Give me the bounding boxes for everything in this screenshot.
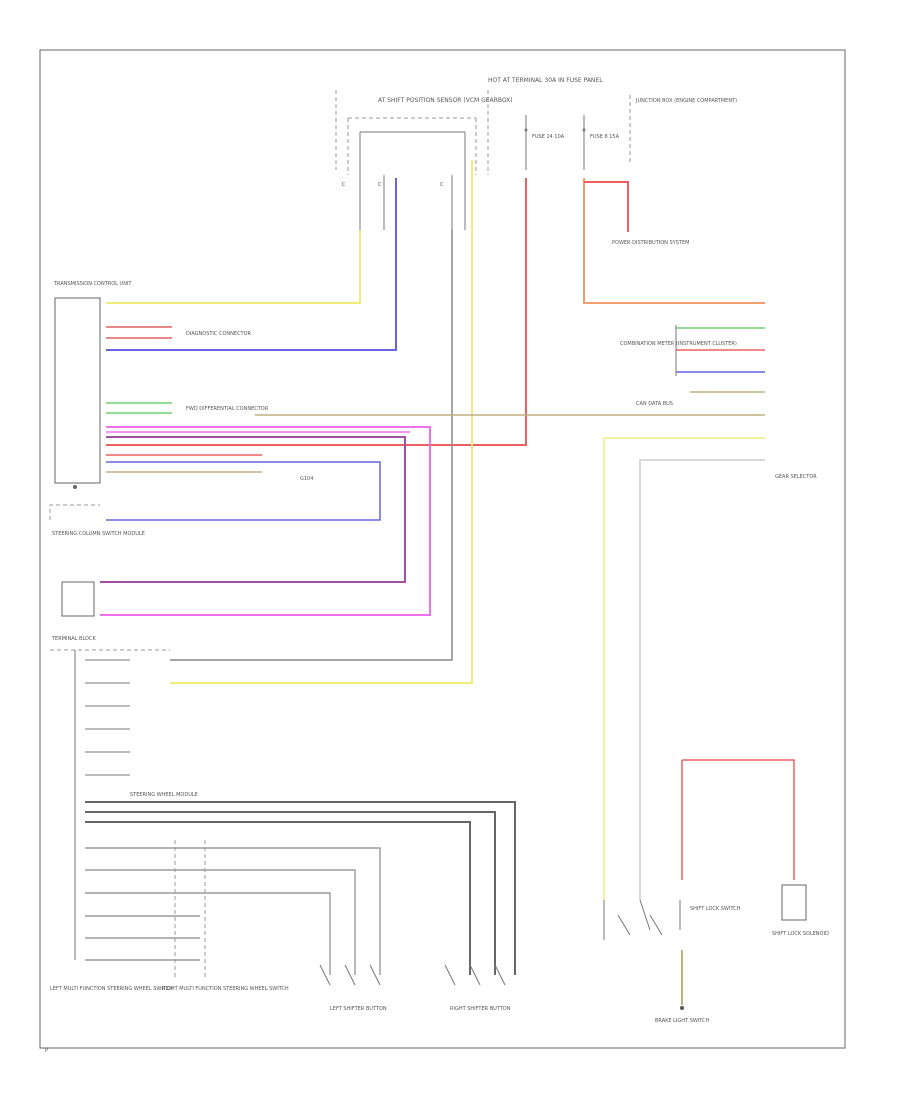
svg-text:C: C	[378, 182, 382, 188]
shift-lock-switch-label: SHIFT LOCK SWITCH	[690, 906, 741, 912]
power-distribution-label: POWER DISTRIBUTION SYSTEM	[612, 240, 689, 246]
right-paddle-switch: RIGHT SHIFTER BUTTON	[444, 964, 511, 1012]
instrument-cluster-label: COMBINATION METER (INSTRUMENT CLUSTER)	[620, 341, 737, 347]
sensor-connector-pins: C C C	[342, 175, 466, 230]
hot-at-terminal-label: HOT AT TERMINAL 30A IN FUSE PANEL	[488, 77, 603, 84]
left-paddle-switch: LEFT SHIFTER BUTTON	[319, 964, 387, 1012]
svg-text:C: C	[440, 182, 444, 188]
left-paddle-label: LEFT SHIFTER BUTTON	[330, 1006, 387, 1012]
wire-gray-terminal	[170, 230, 453, 661]
transmission-control-unit: TRANSMISSION CONTROL UNIT	[53, 281, 132, 489]
terminal-block-label: TERMINAL BLOCK	[51, 636, 96, 642]
fwd-diff-label: FWD DIFFERENTIAL CONNECTOR	[186, 406, 269, 412]
junction-box-label: JUNCTION BOX (ENGINE COMPARTMENT)	[635, 98, 737, 104]
wire-yellow-gear	[603, 437, 765, 900]
shift-lock-solenoid-label: SHIFT LOCK SOLENOID	[772, 931, 829, 937]
right-multi-label: RIGHT MULTI FUNCTION STEERING WHEEL SWIT…	[162, 986, 289, 992]
steering-wheel-bus: STEERING WHEEL MODULE	[85, 792, 516, 980]
shift-position-sensor: AT SHIFT POSITION SENSOR (VCM GEARBOX)	[335, 90, 513, 175]
instrument-cluster: COMBINATION METER (INSTRUMENT CLUSTER)	[620, 325, 765, 376]
wire-blue-tcu	[106, 178, 397, 351]
right-paddle-label: RIGHT SHIFTER BUTTON	[450, 1006, 511, 1012]
steering-column-module: STEERING COLUMN SWITCH MODULE	[49, 504, 145, 617]
can-data-bus-label: CAN DATA BUS	[636, 401, 673, 407]
svg-text:C: C	[342, 182, 346, 188]
ground-label: G104	[300, 476, 313, 482]
left-multi-label: LEFT MULTI FUNCTION STEERING WHEEL SWITC…	[50, 986, 173, 992]
shift-lock-solenoid: SHIFT LOCK SOLENOID	[772, 884, 829, 937]
wire-gray-gear	[639, 459, 765, 900]
fuse-a-label: FUSE 24 10A	[532, 134, 565, 140]
footer-code: P	[45, 1048, 48, 1054]
wire-red-feed	[106, 178, 527, 446]
gear-selector-label: GEAR SELECTOR	[775, 474, 817, 480]
diag-connector-label: DIAGNOSTIC CONNECTOR	[186, 331, 252, 337]
wire-yellow-tcu	[106, 230, 361, 304]
wire-pink-a	[100, 426, 431, 616]
fuse-panel: HOT AT TERMINAL 30A IN FUSE PANEL FUSE 2…	[488, 77, 737, 170]
wire-yellow-terminal	[170, 160, 473, 684]
fuse-b-label: FUSE 8 15A	[590, 134, 620, 140]
wire-red-pdist	[584, 181, 629, 232]
steering-wheel-module-label: STEERING WHEEL MODULE	[130, 792, 198, 798]
shift-lock-switch: SHIFT LOCK SWITCH BRAKE LIGHT SWITCH	[603, 759, 795, 1024]
wire-orange-right	[583, 178, 765, 304]
wire-pink-b	[100, 436, 406, 583]
tcu-label: TRANSMISSION CONTROL UNIT	[53, 281, 132, 287]
shift-position-sensor-label: AT SHIFT POSITION SENSOR (VCM GEARBOX)	[378, 97, 513, 104]
steering-column-label: STEERING COLUMN SWITCH MODULE	[52, 531, 145, 537]
diagram-frame	[39, 49, 846, 1049]
terminal-block: TERMINAL BLOCK	[50, 636, 170, 960]
brake-light-label: BRAKE LIGHT SWITCH	[655, 1018, 710, 1024]
